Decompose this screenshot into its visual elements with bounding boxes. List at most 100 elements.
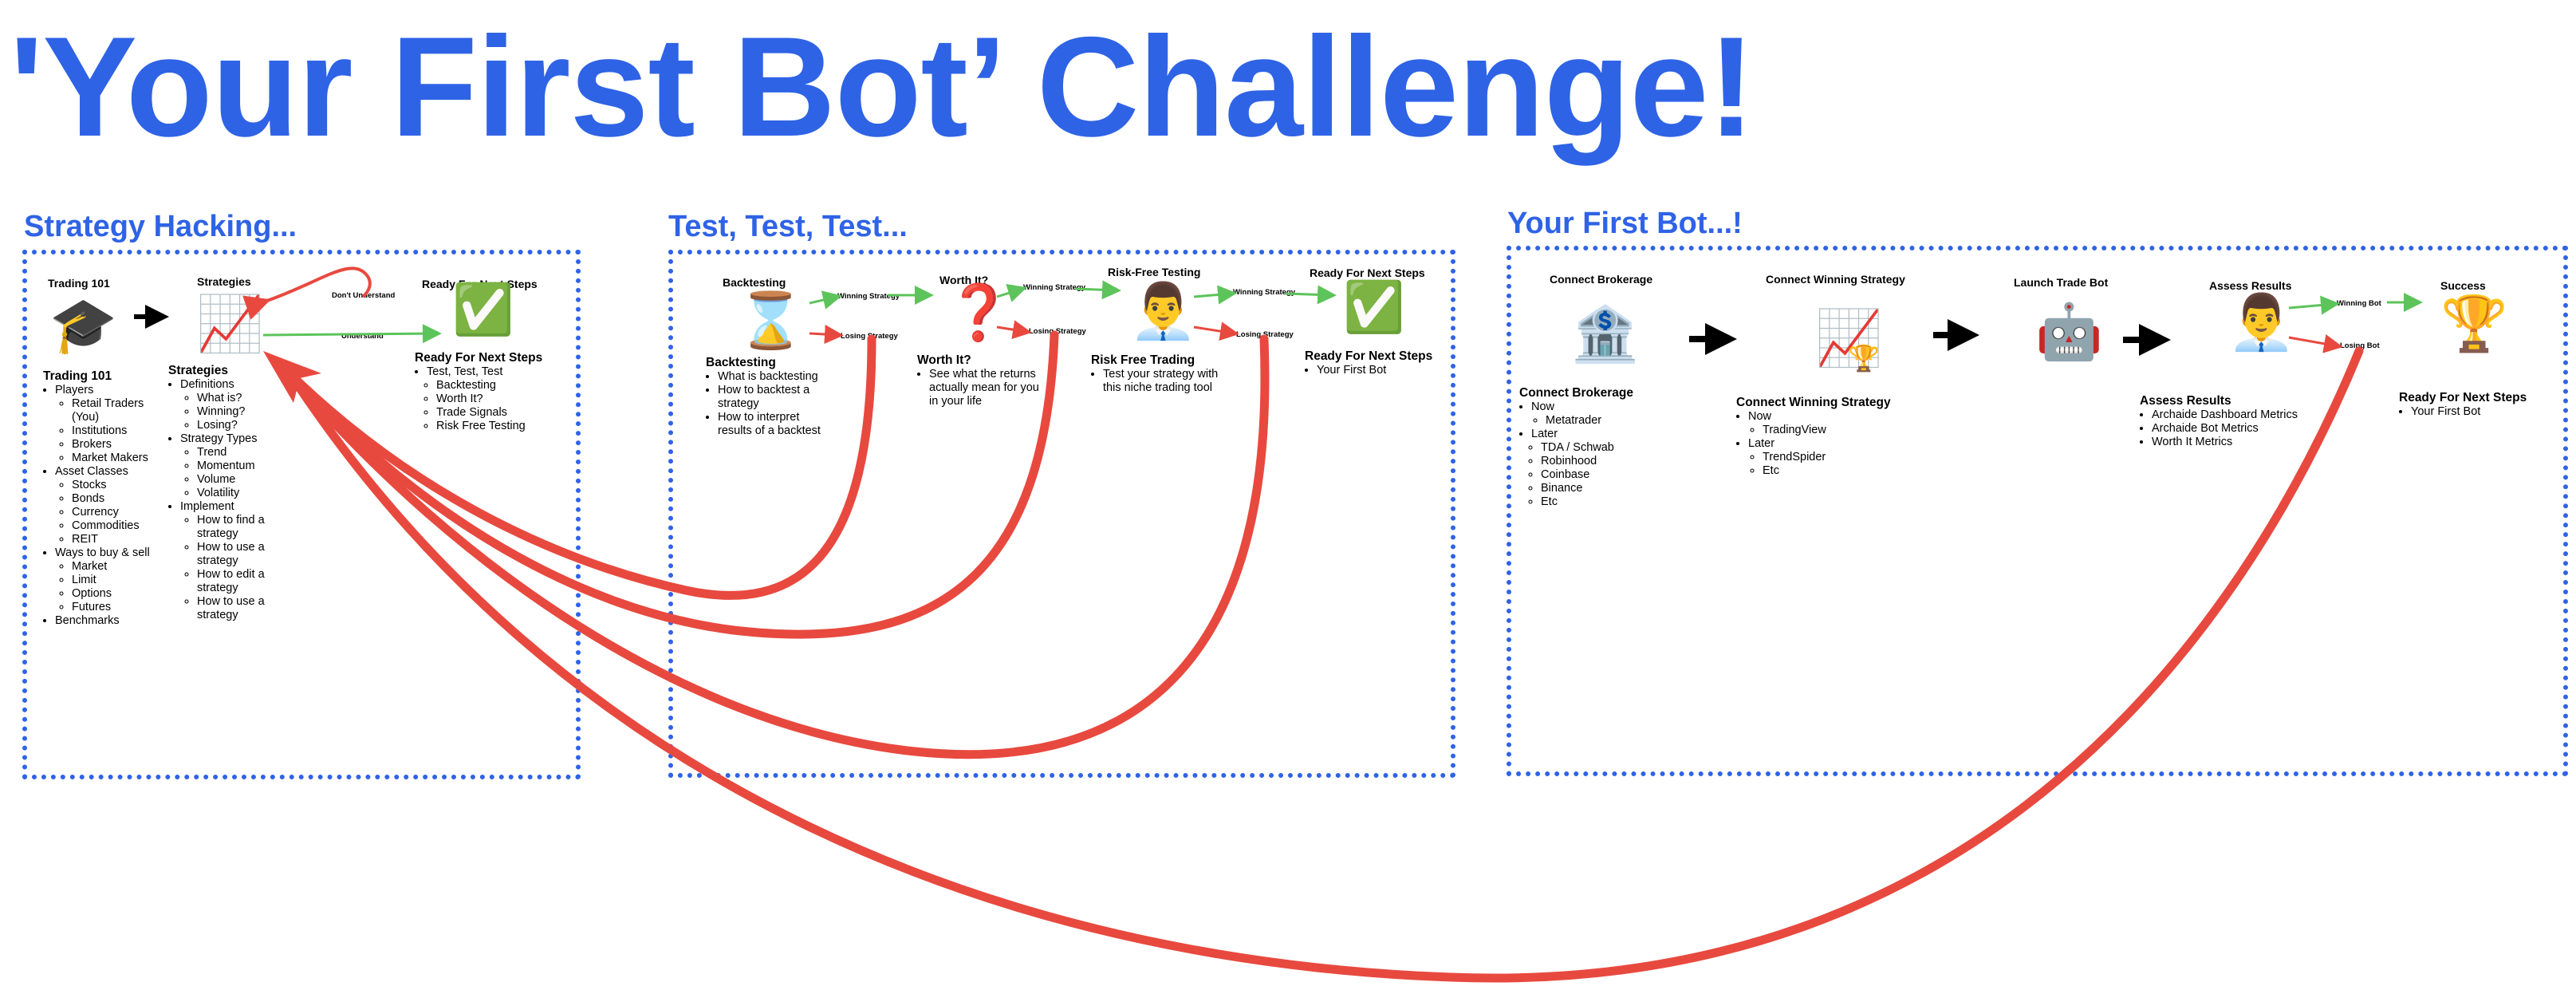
trophy-icon: 🏆 xyxy=(1848,344,1880,373)
list-item: Definitions xyxy=(180,378,234,391)
losing-arrow xyxy=(1193,321,1239,341)
brokerage-heading: Connect Brokerage xyxy=(1519,386,1633,400)
worth-it-heading: Worth It? xyxy=(917,353,971,367)
list-item: Commodities xyxy=(72,519,163,533)
list-item: Metatrader xyxy=(1546,414,1671,428)
person-icon: 👨‍💼 xyxy=(2227,292,2295,353)
list-item: Market Makers xyxy=(72,452,163,465)
backtesting-details: Backtesting What is backtesting How to b… xyxy=(706,356,833,438)
list-item: See what the returns actually mean for y… xyxy=(929,368,1045,408)
loop-back-arrow xyxy=(286,346,2364,983)
branch-winning: Winning Strategy xyxy=(1233,288,1296,297)
list-item: TrendSpider xyxy=(1763,451,1912,464)
list-item: Worth It Metrics xyxy=(2152,436,2331,449)
list-item: Implement xyxy=(180,500,234,513)
losing-arrow xyxy=(809,325,844,345)
step-success-label: Success xyxy=(2440,279,2486,292)
winning-arrow xyxy=(1285,285,1337,305)
step-trading-101-label: Trading 101 xyxy=(48,277,110,290)
s1-ready-details: Ready For Next Steps Test, Test, Test Ba… xyxy=(415,351,574,433)
section-title-strategy-hacking: Strategy Hacking... xyxy=(24,210,297,243)
list-item: Worth It? xyxy=(436,392,574,406)
step-connect-brokerage-label: Connect Brokerage xyxy=(1550,273,1653,286)
section-title-first-bot: Your First Bot...! xyxy=(1507,207,1743,240)
list-item: Market xyxy=(72,560,163,574)
branch-losing: Losing Strategy xyxy=(1236,330,1294,339)
chart-trophy-icon: 📈 xyxy=(1815,308,1883,369)
brokerage-details: Connect Brokerage Now Metatrader Later T… xyxy=(1519,386,1671,509)
strategies-details: Strategies Definitions What is? Winning?… xyxy=(168,364,280,622)
list-item: What is backtesting xyxy=(718,370,833,384)
step-backtesting-label: Backtesting xyxy=(723,276,786,289)
step-launch-bot-label: Launch Trade Bot xyxy=(2014,276,2109,289)
step-assess-results-label: Assess Results xyxy=(2209,279,2292,292)
loop-back-arrow xyxy=(286,334,876,600)
step-s2-ready-label: Ready For Next Steps xyxy=(1310,266,1425,279)
trophy-icon: 🏆 xyxy=(2440,294,2508,354)
losing-arrow xyxy=(2288,334,2343,353)
list-item: Volume xyxy=(197,473,280,487)
assess-heading: Assess Results xyxy=(2140,394,2231,408)
winning-arrow xyxy=(996,283,1027,302)
list-item: Coinbase xyxy=(1541,468,1671,482)
list-item: Etc xyxy=(1541,495,1671,509)
list-item: Losing? xyxy=(197,419,280,432)
losing-arrow xyxy=(996,320,1032,340)
page-title: 'Your First Bot’ Challenge! xyxy=(10,7,1755,166)
check-mark-button-icon: ✅ xyxy=(452,282,514,337)
winning-arrow xyxy=(1074,280,1121,300)
panel-first-bot xyxy=(1507,246,2568,776)
list-item: Players xyxy=(55,384,94,396)
list-item: How to find a strategy xyxy=(197,514,280,541)
risk-free-details: Risk Free Trading Test your strategy wit… xyxy=(1091,353,1227,395)
worth-it-details: Worth It? See what the returns actually … xyxy=(917,353,1045,408)
list-item: Binance xyxy=(1541,482,1671,495)
list-item: Later xyxy=(1531,428,1558,440)
loop-back-arrow xyxy=(286,330,1059,639)
step-ready-label: Ready For Next Steps xyxy=(422,278,538,290)
understand-arrow xyxy=(262,324,442,344)
list-item: Archaide Dashboard Metrics xyxy=(2152,408,2331,422)
list-item: Institutions xyxy=(72,424,163,438)
s3-ready-details: Ready For Next Steps Your First Bot xyxy=(2399,391,2558,419)
list-item: Options xyxy=(72,587,163,601)
list-item: Bonds xyxy=(72,492,163,506)
backtesting-heading: Backtesting xyxy=(706,356,776,369)
check-mark-button-icon: ✅ xyxy=(1343,280,1405,335)
trading-101-details: Trading 101 Players Retail Traders (You)… xyxy=(43,369,163,628)
list-item: Futures xyxy=(72,601,163,614)
list-item: How to backtest a strategy xyxy=(718,384,833,411)
winning-arrow xyxy=(2288,295,2340,315)
branch-winning: Winning Strategy xyxy=(1023,283,1086,292)
list-item: Winning? xyxy=(197,405,280,419)
list-item: Later xyxy=(1748,437,1775,450)
dont-understand-arrow xyxy=(242,266,372,320)
branch-winning: Winning Strategy xyxy=(837,292,900,301)
person-icon: 👨‍💼 xyxy=(1129,281,1197,341)
list-item: How to interpret results of a backtest xyxy=(718,411,833,438)
bank-icon: 🏦 xyxy=(1571,304,1639,365)
list-item: Stocks xyxy=(72,479,163,492)
winning-strategy-details: Connect Winning Strategy Now TradingView… xyxy=(1736,396,1912,478)
list-item: Retail Traders (You) xyxy=(72,397,163,424)
list-item: How to edit a strategy xyxy=(197,568,280,595)
step-strategies-label: Strategies xyxy=(197,275,251,288)
section-title-test: Test, Test, Test... xyxy=(668,210,908,243)
list-item: Test your strategy with this niche tradi… xyxy=(1103,368,1227,395)
step-worth-it-label: Worth It? xyxy=(939,274,989,286)
panel-strategy-hacking xyxy=(22,250,581,779)
branch-winning-bot: Winning Bot xyxy=(2337,299,2381,308)
list-item: Archaide Bot Metrics xyxy=(2152,422,2331,436)
winning-arrow xyxy=(1193,285,1237,305)
list-item: Ways to buy & sell xyxy=(55,546,150,559)
assess-details: Assess Results Archaide Dashboard Metric… xyxy=(2140,394,2331,449)
list-item: Strategy Types xyxy=(180,432,258,445)
list-item: Momentum xyxy=(197,460,280,473)
list-item: Volatility xyxy=(197,487,280,500)
s1-ready-heading: Ready For Next Steps xyxy=(415,351,543,365)
list-item: TradingView xyxy=(1763,424,1912,437)
step-risk-free-label: Risk-Free Testing xyxy=(1108,266,1201,278)
branch-understand: Understand xyxy=(341,332,384,341)
list-item: How to use a strategy xyxy=(197,541,280,568)
winning-arrow xyxy=(809,290,842,310)
